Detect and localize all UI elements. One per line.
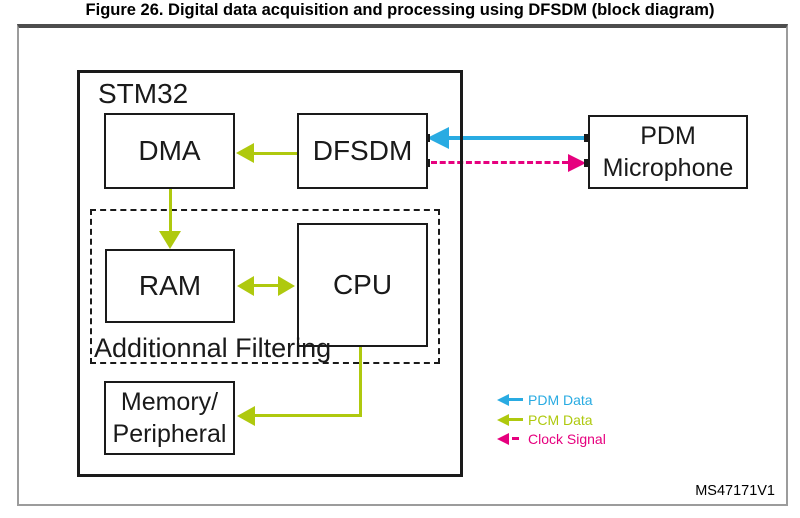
pdm-microphone-label-line1: PDM — [640, 122, 696, 150]
clock-signal-line — [431, 161, 568, 164]
stm32-container-box: STM32 — [77, 70, 463, 477]
ram-label: RAM — [138, 270, 202, 302]
pcm-cpu-to-memory-line — [255, 414, 362, 417]
legend-clock-dash — [512, 437, 519, 440]
dfsdm-block: DFSDM — [297, 113, 428, 189]
pdm-microphone-label-line2: Microphone — [602, 154, 734, 182]
arrow-left-icon — [236, 143, 254, 163]
additional-filtering-group-box — [90, 209, 440, 364]
ram-block: RAM — [105, 249, 235, 323]
legend-pcm-data-label: PCM Data — [528, 412, 593, 428]
legend-clock-signal-label: Clock Signal — [528, 431, 606, 447]
pdm-data-line — [449, 136, 588, 140]
memory-label-line1: Memory/ — [120, 388, 219, 416]
legend-pdm-data-label: PDM Data — [528, 392, 593, 408]
legend-pcm-arrow-tail — [509, 418, 523, 421]
pcm-dfsdm-to-dma-line — [254, 152, 297, 155]
cpu-label: CPU — [332, 269, 393, 301]
arrow-left-icon — [237, 276, 254, 296]
legend-pdm-arrow-tail — [509, 398, 523, 401]
dma-block: DMA — [104, 113, 235, 189]
cpu-block: CPU — [297, 223, 428, 347]
arrow-down-icon — [159, 231, 181, 249]
arrow-right-icon — [278, 276, 295, 296]
figure-title: Figure 26. Digital data acquisition and … — [85, 1, 715, 19]
pdm-microphone-block: PDM Microphone — [588, 115, 748, 189]
reference-code: MS47171V1 — [695, 483, 775, 499]
legend-clock-arrow-icon — [497, 433, 509, 445]
legend-pdm-arrow-icon — [497, 394, 509, 406]
pcm-ram-cpu-line — [253, 284, 279, 287]
pcm-dma-to-ram-line — [169, 189, 172, 232]
memory-label-line2: Peripheral — [112, 420, 227, 448]
stm32-label: STM32 — [98, 78, 189, 109]
dma-label: DMA — [138, 135, 201, 167]
pcm-cpu-down-line — [359, 347, 362, 417]
arrow-right-icon — [568, 154, 586, 172]
arrow-left-icon — [427, 127, 449, 149]
additional-filtering-label: Additionnal Filtering — [94, 333, 332, 363]
memory-peripheral-block: Memory/ Peripheral — [104, 381, 235, 455]
dfsdm-label: DFSDM — [312, 135, 413, 167]
legend-pcm-arrow-icon — [497, 414, 509, 426]
arrow-left-icon — [237, 406, 255, 426]
